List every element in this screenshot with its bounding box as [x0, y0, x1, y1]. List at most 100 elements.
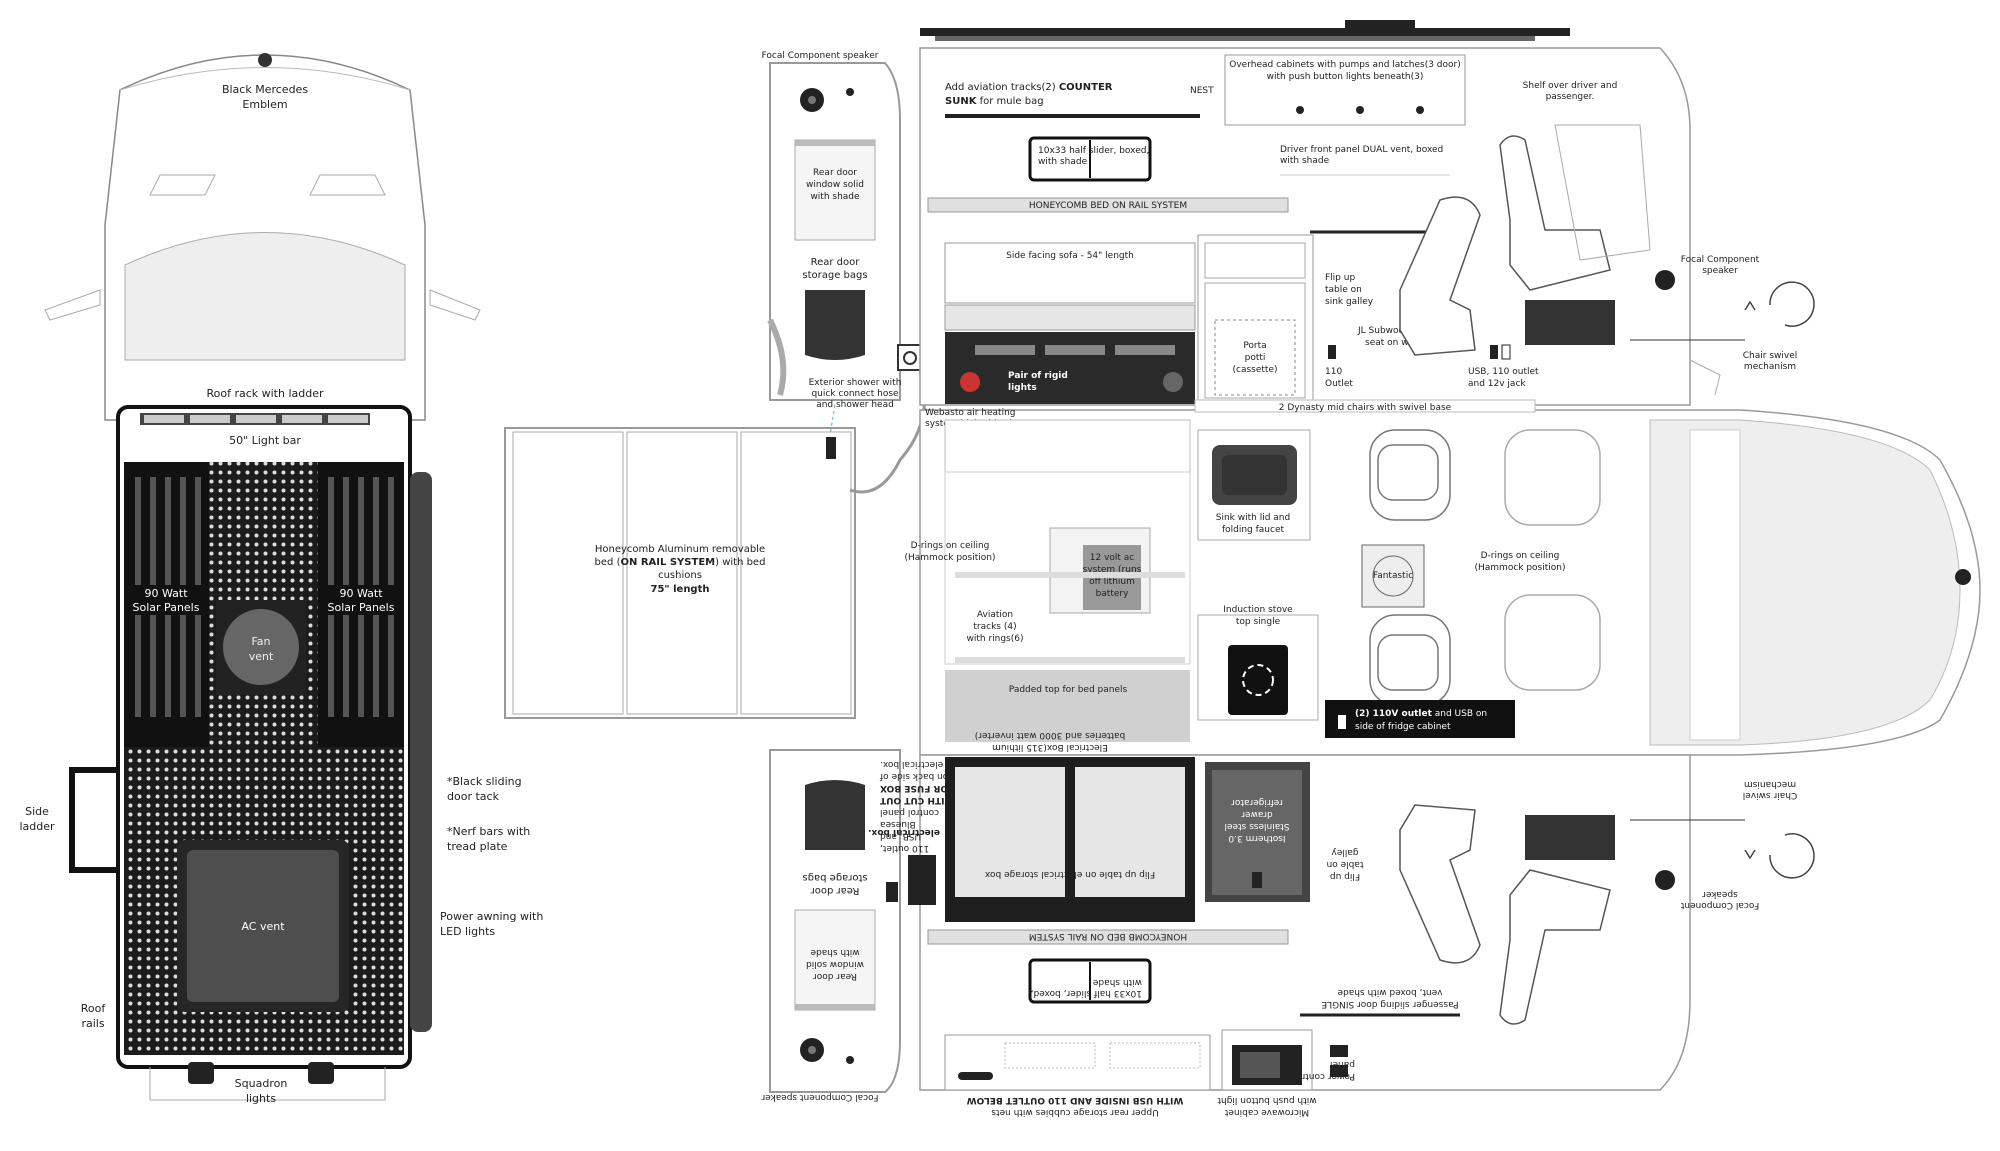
rigid-lights-label-2: lights: [1008, 383, 1037, 393]
mercedes-emblem-icon: [258, 53, 272, 67]
front-panel-label: Driver front panel DUAL vent, boxed: [1280, 145, 1443, 155]
fuse-box-line-7: on back side of: [879, 771, 948, 781]
focal-speaker-label: Focal Component: [1681, 255, 1760, 265]
bed-panel-label-2: bed (ON RAIL SYSTEM) with bed: [595, 557, 766, 568]
half-slider-label: 10x33 half slider, boxed,: [1038, 146, 1149, 156]
storage-bag-bottom-icon: [805, 780, 865, 850]
fridge-label-2: drawer: [1241, 809, 1273, 819]
side-ladder-label: Side: [25, 805, 49, 818]
rear-window-bottom-label-2: window solid: [806, 959, 864, 969]
shelf-label: Shelf over driver and: [1523, 81, 1618, 91]
sofa-label: Side facing sofa - 54" length: [1006, 251, 1134, 261]
fridge-label-4: Isotherm 3.0: [1228, 833, 1285, 843]
aviation-rings-label-2: tracks (4): [973, 622, 1016, 632]
d-rings-right-label: D-rings on ceiling: [1481, 551, 1560, 561]
fan-vent-label: Fan: [251, 635, 270, 648]
chair-swivel-icon: [1744, 281, 1815, 327]
shower-label: Exterior shower with: [809, 378, 902, 388]
cubbies-label: Upper rear storage cubbies with nets: [991, 1107, 1159, 1117]
roof-view: Black Mercedes Emblem Roof rack with lad…: [19, 53, 543, 1105]
power-control-panel-icon: [1330, 1045, 1348, 1057]
nerf-bars-label-2: tread plate: [447, 840, 508, 853]
squadron-light-right: [308, 1062, 334, 1084]
battery-label: 12 volt ac: [1090, 553, 1135, 563]
solar-left-label: 90 Watt: [144, 587, 188, 600]
d-rings-right-label-2: (Hammock position): [1474, 563, 1565, 573]
roof-rails-label-2: rails: [81, 1017, 104, 1030]
flip-table-label: Flip up: [1325, 273, 1355, 283]
power-awning-label: Power awning with: [440, 910, 543, 923]
d-rings-left-label-2: (Hammock position): [904, 553, 995, 563]
padded-top-label: Padded top for bed panels: [1009, 685, 1128, 695]
aviation-rings-label-3: with rings(6): [966, 634, 1023, 644]
outlet-label: 110: [1325, 367, 1342, 377]
fridge-label-3: Stainless steel: [1224, 821, 1289, 831]
flip-table-label-2: table on: [1325, 285, 1362, 295]
fuse-box-line-1: 110 outlet,: [880, 843, 929, 853]
storage-bags-top-label: Rear door: [811, 257, 861, 268]
outlet-icon: [1328, 345, 1336, 359]
battery-label-2: system (runs: [1083, 565, 1142, 575]
webasto-label: Webasto air heating: [925, 408, 1016, 418]
roof-rack-label: Roof rack with ladder: [206, 387, 324, 400]
fan-vent-icon: [223, 609, 299, 685]
rear-doors: Focal Component speaker Rear door window…: [761, 51, 941, 1102]
side-ladder: [69, 767, 118, 873]
honeycomb-bed-bottom-label: HONEYCOMB BED ON RAIL SYSTEM: [1029, 931, 1187, 941]
battery-label-3: off lithium: [1089, 577, 1135, 587]
windshield: [124, 232, 406, 361]
rear-window-bottom: [794, 909, 876, 1011]
focal-speaker-icon: [1655, 270, 1675, 290]
aviation-tracks-label: Add aviation tracks(2) COUNTER: [945, 82, 1113, 93]
storage-bags-top-label-2: storage bags: [802, 270, 867, 281]
ac-vent-label: AC vent: [241, 920, 285, 933]
bed-panel: Honeycomb Aluminum removable bed (ON RAI…: [504, 427, 856, 719]
rear-speaker-top-label: Focal Component speaker: [762, 51, 879, 61]
microwave-label: Microwave cabinet: [1224, 1107, 1309, 1117]
flip-galley-label-2: table on: [1327, 859, 1364, 869]
porta-potti-label: Porta: [1243, 341, 1266, 351]
passenger-swivel-icon: [1744, 833, 1815, 879]
flip-table-label-3: sink galley: [1325, 297, 1374, 307]
front-seat: [1499, 135, 1611, 291]
light-bar-label: 50" Light bar: [229, 434, 301, 447]
storage-bags-bottom-label-2: Rear door: [810, 885, 860, 896]
d-rings-left-label: D-rings on ceiling: [911, 541, 990, 551]
sink-label: Sink with lid and: [1216, 513, 1290, 523]
control-panel-icon: [908, 855, 936, 905]
chair-swivel-label: Chair swivel: [1743, 351, 1797, 361]
flip-galley-label-3: Flip up: [1330, 871, 1360, 881]
storage-bag-top-icon: [805, 290, 865, 360]
nerf-bars-label: *Nerf bars with: [447, 825, 530, 838]
nest-label: NEST: [1190, 86, 1214, 96]
power-awning: [410, 472, 432, 1032]
electrical-box-label-2: batteries and 3000 watt inverter): [975, 730, 1126, 740]
rear-window-top-label-3: with shade: [810, 192, 860, 202]
half-slider-bottom-label-2: 10x33 half slider, boxed,: [1031, 988, 1142, 998]
front-panel-label-2: with shade: [1280, 156, 1330, 166]
passenger-door-label-2: Passenger sliding door SINGLE: [1321, 999, 1459, 1009]
dynasty-chairs: [1369, 429, 1451, 706]
padded-top: [945, 670, 1190, 742]
sink-label-2: folding faucet: [1222, 525, 1285, 535]
hood-vent-icon: [149, 174, 386, 196]
storage-box-label: Flip up table on electrical storage box: [984, 869, 1155, 879]
overhead-cabinets-label: Overhead cabinets with pumps and latches…: [1229, 60, 1460, 70]
fan-label: Fantastic: [1373, 571, 1413, 581]
right-mirror: [429, 289, 481, 321]
fantastic-fan-icon: [1361, 544, 1425, 608]
side-ladder-label-2: ladder: [19, 820, 55, 833]
honeycomb-bed-bottom: [927, 929, 1289, 945]
sofa: [944, 242, 1196, 304]
aviation-rings-label: Aviation: [977, 610, 1013, 620]
passenger-speaker-label: speaker: [1702, 889, 1738, 899]
chair-swivel-label-2: mechanism: [1744, 362, 1796, 372]
storage-bags-bottom-label: storage bags: [802, 872, 867, 883]
half-slider-label-2: with shade: [1038, 157, 1088, 167]
usb-jack-icon: [1490, 345, 1498, 359]
passenger-seat: [1399, 804, 1481, 964]
bed-panel-label: Honeycomb Aluminum removable: [595, 544, 765, 555]
rear-window-bottom-label: with shade: [810, 947, 860, 957]
fuse-box-label: electrical box.: [868, 827, 940, 837]
cubbies-label-2: WITH USB INSIDE AND 110 OUTLET BELOW: [967, 1095, 1184, 1105]
